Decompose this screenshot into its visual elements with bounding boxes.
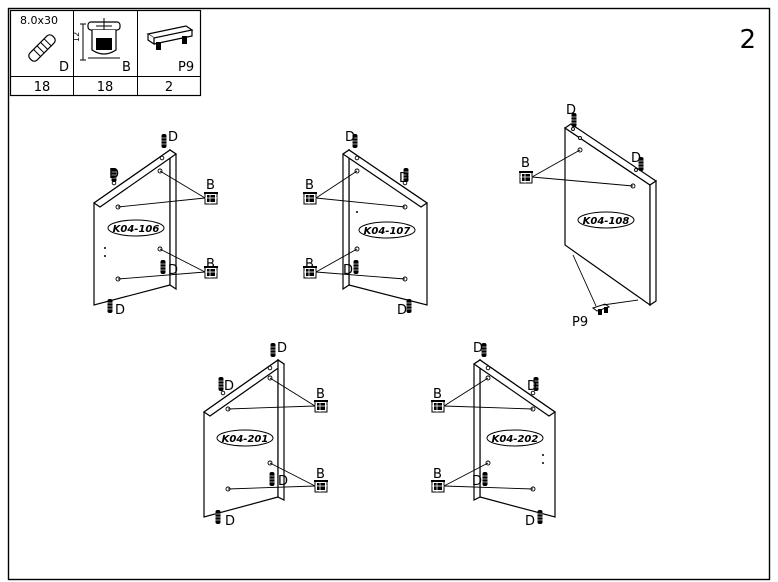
label-dowel: D [115, 303, 125, 318]
panel-k04-202: D D D D B B K04-202 [430, 341, 557, 529]
label-cam: B [305, 257, 314, 272]
label-dowel: D [472, 474, 482, 489]
label-dowel: D [168, 130, 178, 145]
label-cam: B [206, 257, 215, 272]
panel-k04-108: D D B P9 K04-108 [518, 103, 658, 330]
label-dowel: D [527, 379, 537, 394]
label-dowel: D [473, 341, 483, 356]
cam-lock-icon [80, 18, 121, 61]
label-dowel: D [397, 303, 407, 318]
panel-k04-107: D D D D B B K04-107 [302, 130, 429, 318]
label-cam: B [433, 387, 442, 402]
label-dowel: D [631, 151, 641, 166]
parts-cam-code: B [122, 60, 131, 75]
label-dowel: D [566, 103, 576, 118]
label-cam: B [521, 156, 530, 171]
page-border [7, 7, 771, 581]
parts-bracket-code: P9 [178, 60, 194, 75]
panel-tag: K04-201 [222, 434, 269, 445]
label-dowel: D [278, 474, 288, 489]
parts-dowel-dimension: 8.0x30 [20, 14, 58, 27]
parts-dowel-code: D [59, 60, 69, 75]
label-dowel: D [109, 167, 119, 182]
label-dowel: D [343, 263, 353, 278]
label-dowel: D [224, 379, 234, 394]
label-cam: B [433, 467, 442, 482]
label-dowel: D [225, 514, 235, 529]
label-cam: B [316, 387, 325, 402]
label-dowel: D [277, 341, 287, 356]
label-bracket: P9 [572, 315, 588, 330]
label-cam: B [206, 178, 215, 193]
panel-k04-106: D D D D B B K04-106 [92, 130, 219, 318]
label-cam: B [316, 467, 325, 482]
panel-tag: K04-202 [492, 434, 539, 445]
panel-tag: K04-108 [583, 216, 630, 227]
panel-tag: K04-107 [364, 226, 411, 237]
parts-bracket-quantity: 2 [165, 80, 173, 95]
label-dowel: D [345, 130, 355, 145]
label-dowel: D [399, 171, 409, 186]
parts-cam-dimension: 12 [72, 32, 81, 42]
bracket-icon [591, 303, 611, 315]
parts-cam-quantity: 18 [97, 80, 114, 95]
panel-tag: K04-106 [113, 224, 160, 235]
panel-k04-201: D D D D B B K04-201 [202, 341, 329, 529]
label-dowel: D [168, 263, 178, 278]
step-number: 2 [739, 25, 756, 55]
label-dowel: D [525, 514, 535, 529]
parts-table: 8.0x30 D 18 12 B 18 [9, 9, 202, 97]
bracket-icon [146, 25, 194, 50]
label-cam: B [305, 178, 314, 193]
dowel-icon [28, 34, 56, 62]
parts-dowel-quantity: 18 [34, 80, 51, 95]
